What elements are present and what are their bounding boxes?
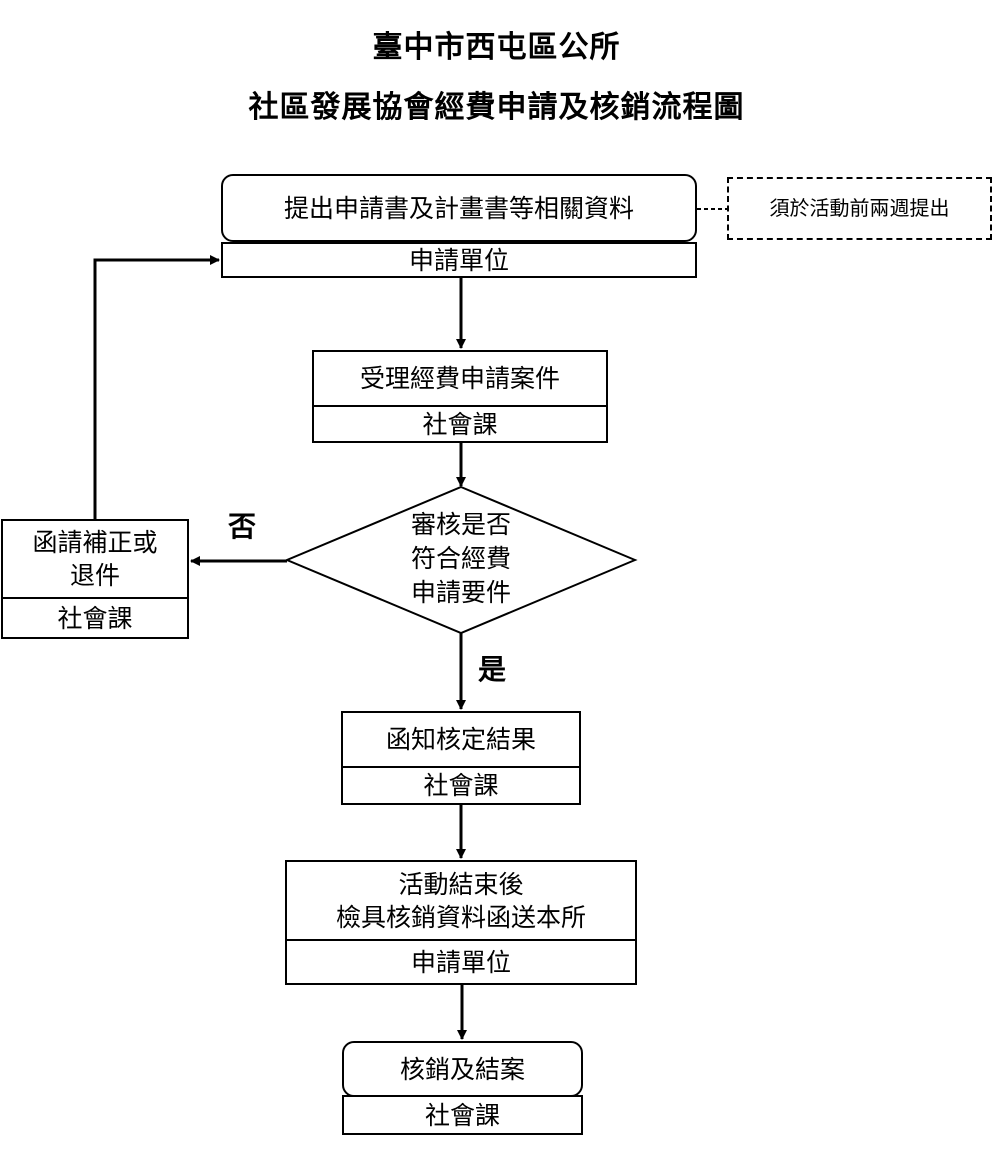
owner-label: 申請單位 [408,245,509,275]
note-text: 須於活動前兩週提出 [769,196,950,220]
owner-label: 社會課 [423,771,499,800]
step-correct-owner: 社會課 [1,597,189,639]
step-close-text: 核銷及結案 [399,1054,525,1084]
arrow-correct-to-submit [93,255,220,519]
step-notify-owner: 社會課 [341,766,581,805]
step-correct: 函請補正或 退件 [1,519,189,599]
owner-label: 社會課 [422,409,498,439]
step-receive-text: 受理經費申請案件 [359,364,560,393]
step-receive-owner: 社會課 [312,405,608,443]
step-submit-text: 提出申請書及計畫書等相關資料 [283,193,634,223]
title-flowchart: 社區發展協會經費申請及核銷流程圖 [248,90,745,125]
note-box: 須於活動前兩週提出 [727,177,992,240]
owner-label: 社會課 [57,603,133,633]
owner-label: 社會課 [424,1100,500,1130]
branch-yes-label: 是 [478,653,507,686]
step-correct-text: 函請補正或 退件 [32,528,158,590]
step-notify: 函知核定結果 [341,711,581,768]
step-close-owner: 社會課 [342,1095,583,1135]
step-reimburse-owner: 申請單位 [285,939,637,985]
step-submit: 提出申請書及計畫書等相關資料 [221,174,697,242]
title-office: 臺中市西屯區公所 [372,30,621,65]
step-receive: 受理經費申請案件 [312,350,608,407]
step-notify-text: 函知核定結果 [385,725,536,754]
step-reimburse-text: 活動結束後 檢具核銷資料函送本所 [335,869,586,932]
step-reimburse: 活動結束後 檢具核銷資料函送本所 [285,860,637,941]
branch-no-label: 否 [228,510,257,543]
step-close: 核銷及結案 [342,1041,583,1097]
owner-label: 申請單位 [410,947,511,977]
decision-text: 審核是否 符合經費 申請要件 [410,510,511,607]
step-submit-owner: 申請單位 [221,242,697,278]
